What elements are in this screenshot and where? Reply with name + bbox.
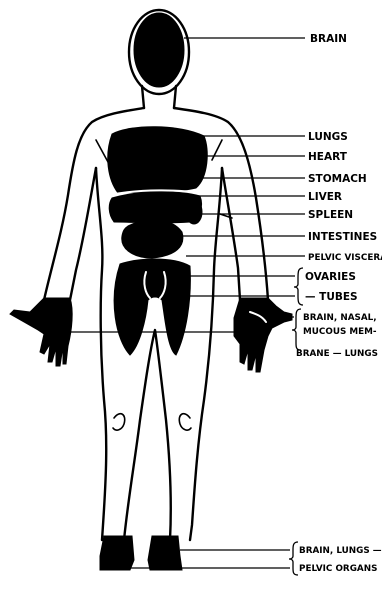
label-spleen: SPLEEN — [308, 209, 353, 221]
spleen-region — [186, 200, 202, 224]
left-torso-leg-outer — [96, 168, 106, 540]
label-hands-line1: BRAIN, NASAL, — [303, 313, 377, 323]
label-liver: LIVER — [308, 191, 342, 203]
right-hand — [234, 298, 292, 372]
brace-hands — [292, 309, 301, 350]
organs — [108, 127, 208, 355]
labels: BRAIN LUNGS HEART STOMACH LIVER SPLEEN I… — [296, 33, 382, 574]
label-heart: HEART — [308, 151, 348, 163]
label-ovaries: OVARIES — [305, 271, 356, 283]
lungs-heart-region — [108, 127, 208, 193]
label-hands-line3: BRANE — LUNGS — [296, 349, 378, 359]
left-foot — [100, 536, 134, 570]
inner-legs — [124, 330, 171, 540]
label-stomach: STOMACH — [308, 173, 367, 185]
right-knee — [179, 414, 191, 430]
right-pectoral-line — [212, 140, 222, 160]
label-brain: BRAIN — [310, 33, 347, 45]
hands — [10, 298, 292, 372]
label-tubes: — TUBES — [305, 291, 358, 303]
brace-ovaries-tubes — [294, 268, 303, 305]
intestines-region — [122, 220, 183, 258]
label-pelvic-viscera: PELVIC VISCERA — [308, 253, 382, 263]
left-pectoral-line — [96, 140, 108, 162]
label-intestines: INTESTINES — [308, 231, 377, 243]
right-foot — [148, 536, 182, 570]
right-arm-inner — [222, 168, 240, 300]
head — [129, 10, 189, 94]
brain-region — [134, 13, 184, 87]
label-hands-line2: MUCOUS MEM- — [303, 327, 377, 337]
label-feet-line1: BRAIN, LUNGS — — [299, 546, 382, 556]
left-hand — [10, 298, 72, 366]
label-lungs: LUNGS — [308, 131, 348, 143]
feet — [100, 536, 182, 570]
left-knee — [113, 414, 125, 430]
brace-feet — [289, 542, 298, 575]
label-feet-line2: PELVIC ORGANS — [299, 564, 377, 574]
left-arm-inner — [70, 168, 96, 300]
